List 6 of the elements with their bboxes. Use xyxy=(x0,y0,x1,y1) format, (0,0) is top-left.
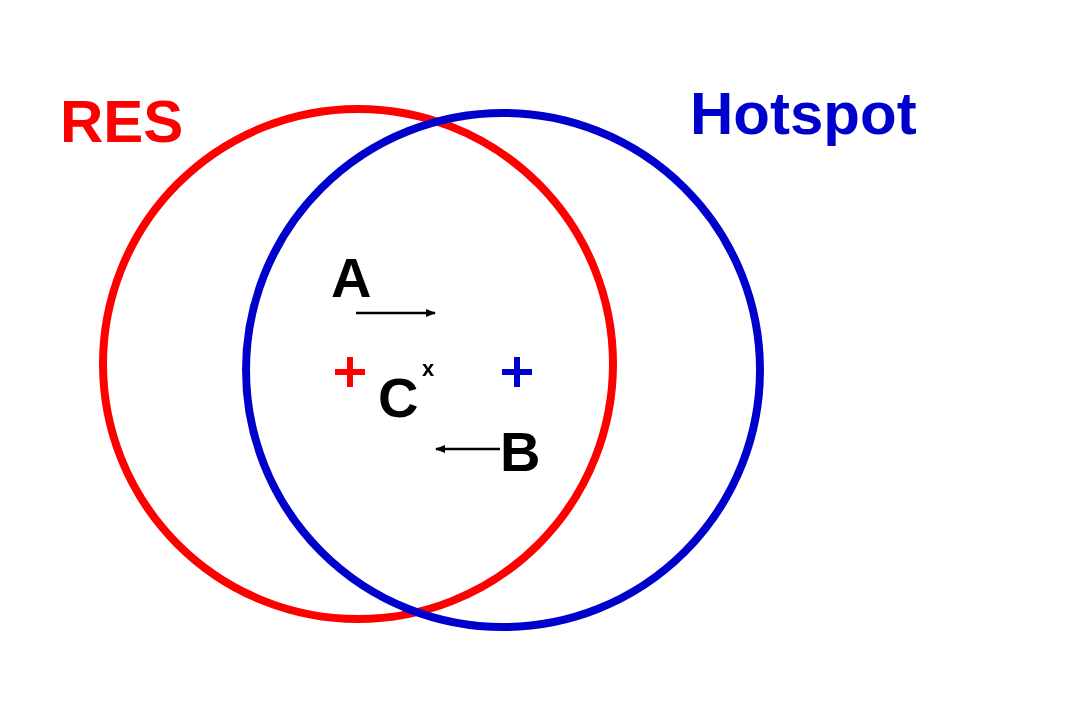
point-label: B xyxy=(500,424,541,480)
mark-label: x xyxy=(422,358,435,380)
circle-heading: Hotspot xyxy=(690,84,917,144)
point-label: C xyxy=(378,370,419,426)
point-label: A xyxy=(331,250,372,306)
circle-heading: RES xyxy=(60,92,184,152)
